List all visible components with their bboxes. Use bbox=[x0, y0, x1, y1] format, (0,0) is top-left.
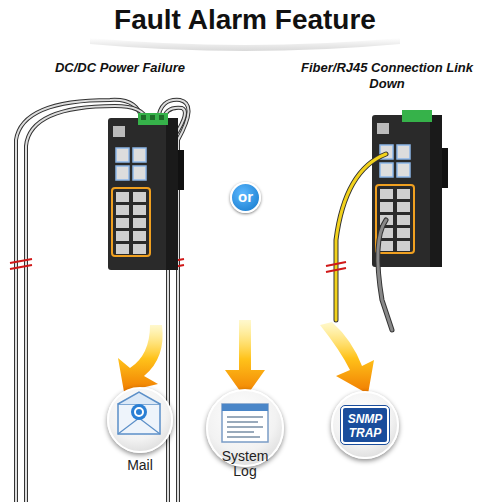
heading-label: Fiber/RJ45 Connection Link Down bbox=[292, 60, 482, 92]
title: Fault Alarm Feature bbox=[0, 4, 490, 36]
alert-channel: SNMP TRAP bbox=[331, 391, 399, 459]
link-cables bbox=[336, 154, 392, 330]
industrial-switch bbox=[108, 113, 184, 270]
industrial-switch bbox=[372, 110, 448, 267]
alert-channel: System Log bbox=[205, 389, 285, 485]
or-text: or bbox=[232, 188, 259, 205]
power-wires bbox=[16, 100, 189, 502]
heading-label: DC/DC Power Failure bbox=[45, 60, 195, 76]
or-badge: or bbox=[230, 182, 261, 213]
break-marks bbox=[326, 262, 346, 272]
channel-label: System Log bbox=[215, 449, 275, 479]
alarm-arrows bbox=[118, 320, 374, 398]
channel-label: Mail bbox=[107, 458, 173, 473]
channel-circle bbox=[107, 387, 173, 453]
title-banner bbox=[90, 38, 400, 51]
trap-badge-text: SNMP TRAP bbox=[341, 406, 389, 444]
alert-channel: Mail bbox=[107, 387, 173, 482]
